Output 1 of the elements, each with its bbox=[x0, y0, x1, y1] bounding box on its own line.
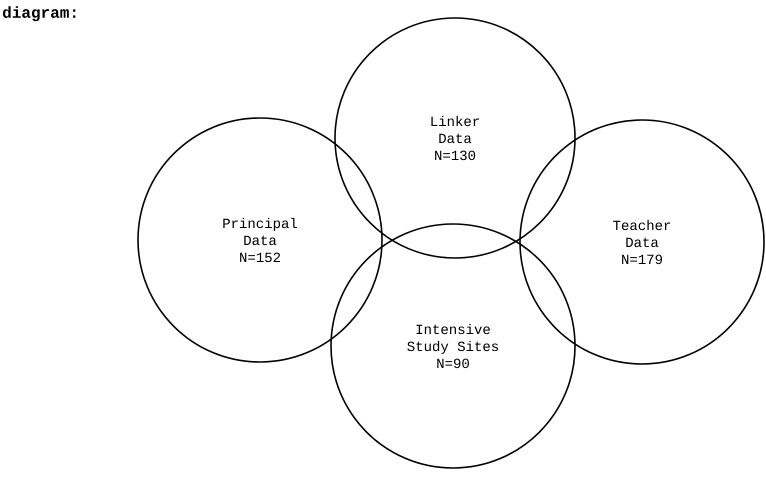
caption-text: diagram: bbox=[2, 6, 76, 22]
